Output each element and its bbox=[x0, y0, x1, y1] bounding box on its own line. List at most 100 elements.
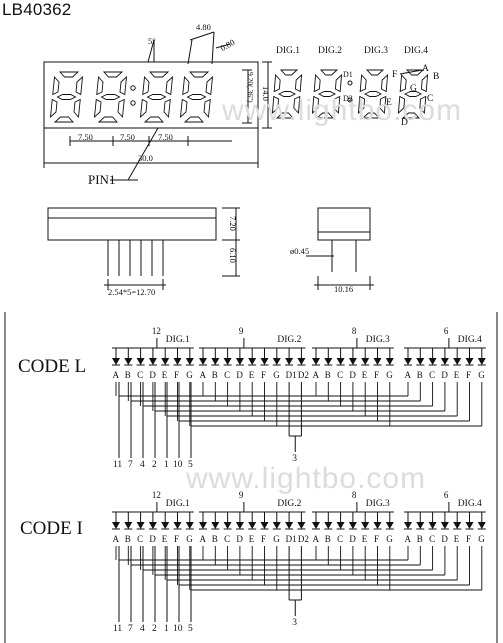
segment-letter: A bbox=[112, 370, 120, 380]
diode-symbol bbox=[161, 522, 170, 529]
segment-f bbox=[52, 75, 60, 96]
segment-letter: A bbox=[404, 534, 412, 544]
schematic-digit-label: DIG.1 bbox=[165, 499, 190, 509]
diode-symbol bbox=[385, 358, 394, 365]
segment-d bbox=[275, 112, 295, 119]
diode-symbol bbox=[148, 358, 157, 365]
bottom-pin-number: 4 bbox=[140, 460, 145, 470]
diode-symbol bbox=[428, 358, 437, 365]
seg-label-b: B bbox=[433, 72, 440, 82]
segment-g bbox=[363, 91, 383, 97]
segment-a bbox=[148, 71, 170, 78]
schematic-code-i bbox=[112, 502, 486, 622]
map-digit-1 bbox=[271, 69, 303, 119]
digit-pin-number: 12 bbox=[151, 490, 161, 500]
digit-pin-number: 12 bbox=[151, 326, 161, 336]
side-view-body bbox=[47, 207, 217, 241]
segment-letter: A bbox=[199, 534, 207, 544]
segment-b bbox=[205, 75, 214, 96]
segment-f bbox=[182, 75, 190, 96]
diode-symbol bbox=[199, 522, 207, 529]
segment-b bbox=[294, 73, 303, 93]
dim-digit-height: 9.20(.36") bbox=[246, 72, 255, 103]
segment-c bbox=[117, 98, 125, 119]
diode-symbol bbox=[373, 522, 382, 529]
diode-symbol bbox=[211, 522, 220, 529]
segment-e bbox=[397, 95, 406, 115]
seg-label-a: A bbox=[422, 64, 429, 74]
diode-symbol bbox=[324, 358, 333, 365]
front-digit-3 bbox=[139, 71, 174, 123]
segment-letter: B bbox=[416, 534, 423, 544]
segment-b bbox=[119, 75, 128, 96]
digit-pin-number: 6 bbox=[443, 326, 449, 336]
segment-f bbox=[359, 73, 367, 93]
schematic-digit-label: DIG.1 bbox=[165, 335, 190, 345]
bottom-pin-number: 1 bbox=[164, 624, 169, 634]
segment-letter: G bbox=[478, 370, 485, 380]
bottom-pin-number: 2 bbox=[152, 460, 157, 470]
diode-symbol bbox=[124, 358, 133, 365]
segment-d bbox=[183, 116, 205, 123]
digit-pin-number: 8 bbox=[351, 326, 357, 336]
segment-letter: D bbox=[349, 534, 356, 544]
diode-symbol bbox=[312, 522, 320, 529]
side-view-pins bbox=[107, 240, 164, 276]
diode-symbol bbox=[453, 358, 462, 365]
digit-map-digits bbox=[271, 69, 429, 119]
diode-symbol bbox=[297, 522, 306, 529]
diode-symbol bbox=[428, 522, 437, 529]
schematic-digit-label: DIG.2 bbox=[277, 499, 302, 509]
segment-e bbox=[357, 95, 366, 115]
segment-letter: B bbox=[416, 370, 423, 380]
segment-f bbox=[399, 73, 407, 93]
segment-a bbox=[279, 69, 299, 76]
segment-e bbox=[139, 98, 148, 119]
diode-symbol bbox=[312, 358, 320, 365]
segment-b bbox=[165, 75, 174, 96]
segment-f bbox=[96, 75, 104, 96]
segment-letter: F bbox=[374, 534, 380, 544]
segment-letter: C bbox=[137, 534, 144, 544]
watermark: www.lightbo.com bbox=[186, 462, 427, 495]
diode-symbol bbox=[248, 358, 257, 365]
segment-letter: C bbox=[337, 534, 344, 544]
watermark: www.lightbo.com bbox=[222, 94, 463, 127]
diode-symbol bbox=[285, 358, 294, 365]
diode-symbol bbox=[185, 522, 194, 529]
bottom-pin-number: 5 bbox=[188, 460, 193, 470]
segment-f bbox=[313, 73, 321, 93]
schematic-digit-label: DIG.3 bbox=[365, 499, 390, 509]
diode-symbol bbox=[477, 522, 486, 529]
segment-letter: A bbox=[312, 370, 320, 380]
map-digit-4 bbox=[397, 69, 429, 119]
colon-label-d2: D2 bbox=[343, 94, 353, 103]
bottom-pin-number: 11 bbox=[113, 460, 123, 470]
diode-symbol bbox=[223, 522, 232, 529]
segment-letter: C bbox=[224, 534, 231, 544]
diode-symbol bbox=[148, 522, 157, 529]
dim-seg-width: 4.80 bbox=[196, 22, 211, 32]
segment-g bbox=[277, 91, 297, 97]
schematic-code-l bbox=[112, 338, 486, 458]
code-i-label: CODE I bbox=[20, 518, 83, 539]
diode-symbol bbox=[297, 358, 306, 365]
diode-symbol bbox=[373, 358, 382, 365]
segment-letter: D bbox=[236, 370, 243, 380]
segment-letter: B bbox=[324, 370, 331, 380]
front-digit-2 bbox=[93, 71, 128, 123]
segment-letter: D1 bbox=[285, 534, 297, 544]
segment-d bbox=[315, 112, 335, 119]
bottom-pin-number: 7 bbox=[128, 624, 133, 634]
segment-letter: E bbox=[453, 370, 460, 380]
seg-label-f: F bbox=[392, 70, 398, 80]
dim-height: 14.0 bbox=[261, 86, 271, 101]
diode-symbol bbox=[136, 522, 145, 529]
diode-symbol bbox=[361, 358, 370, 365]
segment-f bbox=[142, 75, 150, 96]
segment-a bbox=[365, 69, 385, 76]
segment-a bbox=[319, 69, 339, 76]
diode-symbol bbox=[336, 522, 345, 529]
segment-e bbox=[93, 98, 102, 119]
